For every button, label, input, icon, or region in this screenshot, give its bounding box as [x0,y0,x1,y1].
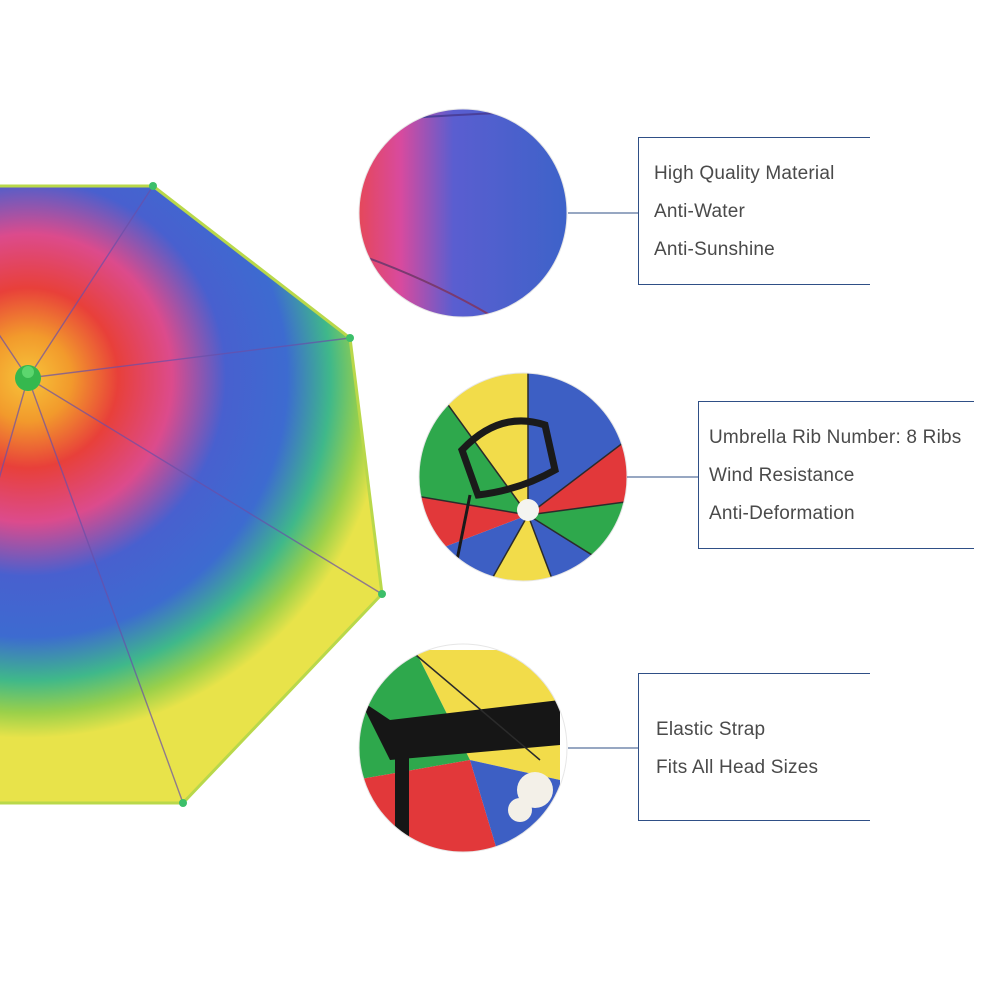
feature-anti-sunshine: Anti-Sunshine [654,239,775,260]
callout-box-strap [638,673,870,821]
ribs-closeup [419,373,627,581]
umbrella-canopy [0,182,386,807]
strap-closeup [359,644,567,852]
feature-elastic-strap: Elastic Strap [656,719,766,740]
feature-high-quality-material: High Quality Material [654,163,835,184]
feature-anti-deformation: Anti-Deformation [709,503,855,524]
callout-box-material [638,137,870,285]
feature-wind-resistance: Wind Resistance [709,465,855,486]
feature-fits-all-head-sizes: Fits All Head Sizes [656,757,819,778]
callout-box-ribs [698,401,974,549]
fabric-closeup [359,109,567,317]
feature-rib-number: Umbrella Rib Number: 8 Ribs [709,427,962,448]
feature-anti-water: Anti-Water [654,201,746,222]
